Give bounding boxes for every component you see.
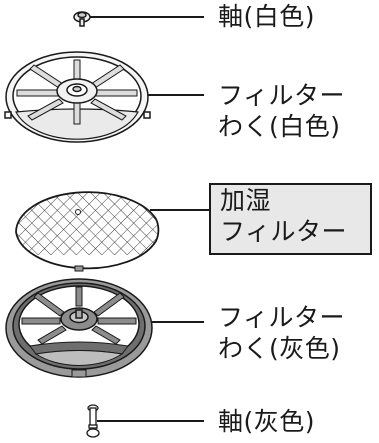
shaft-white-label: 軸(白色) <box>218 2 316 31</box>
filter-frame-gray-part <box>5 265 204 378</box>
filter-frame-white-label: フィルター わく(白色) <box>218 81 346 141</box>
filter-frame-white-part <box>4 51 204 143</box>
shaft-white-part <box>73 11 204 27</box>
humidifying-filter-part <box>15 191 209 270</box>
shaft-gray-part <box>86 404 204 438</box>
humidifying-filter-label: 加湿 フィルター <box>209 183 372 255</box>
shaft-gray-label: 軸(灰色) <box>218 407 316 436</box>
filter-frame-gray-label: フィルター わく(灰色) <box>218 303 346 363</box>
